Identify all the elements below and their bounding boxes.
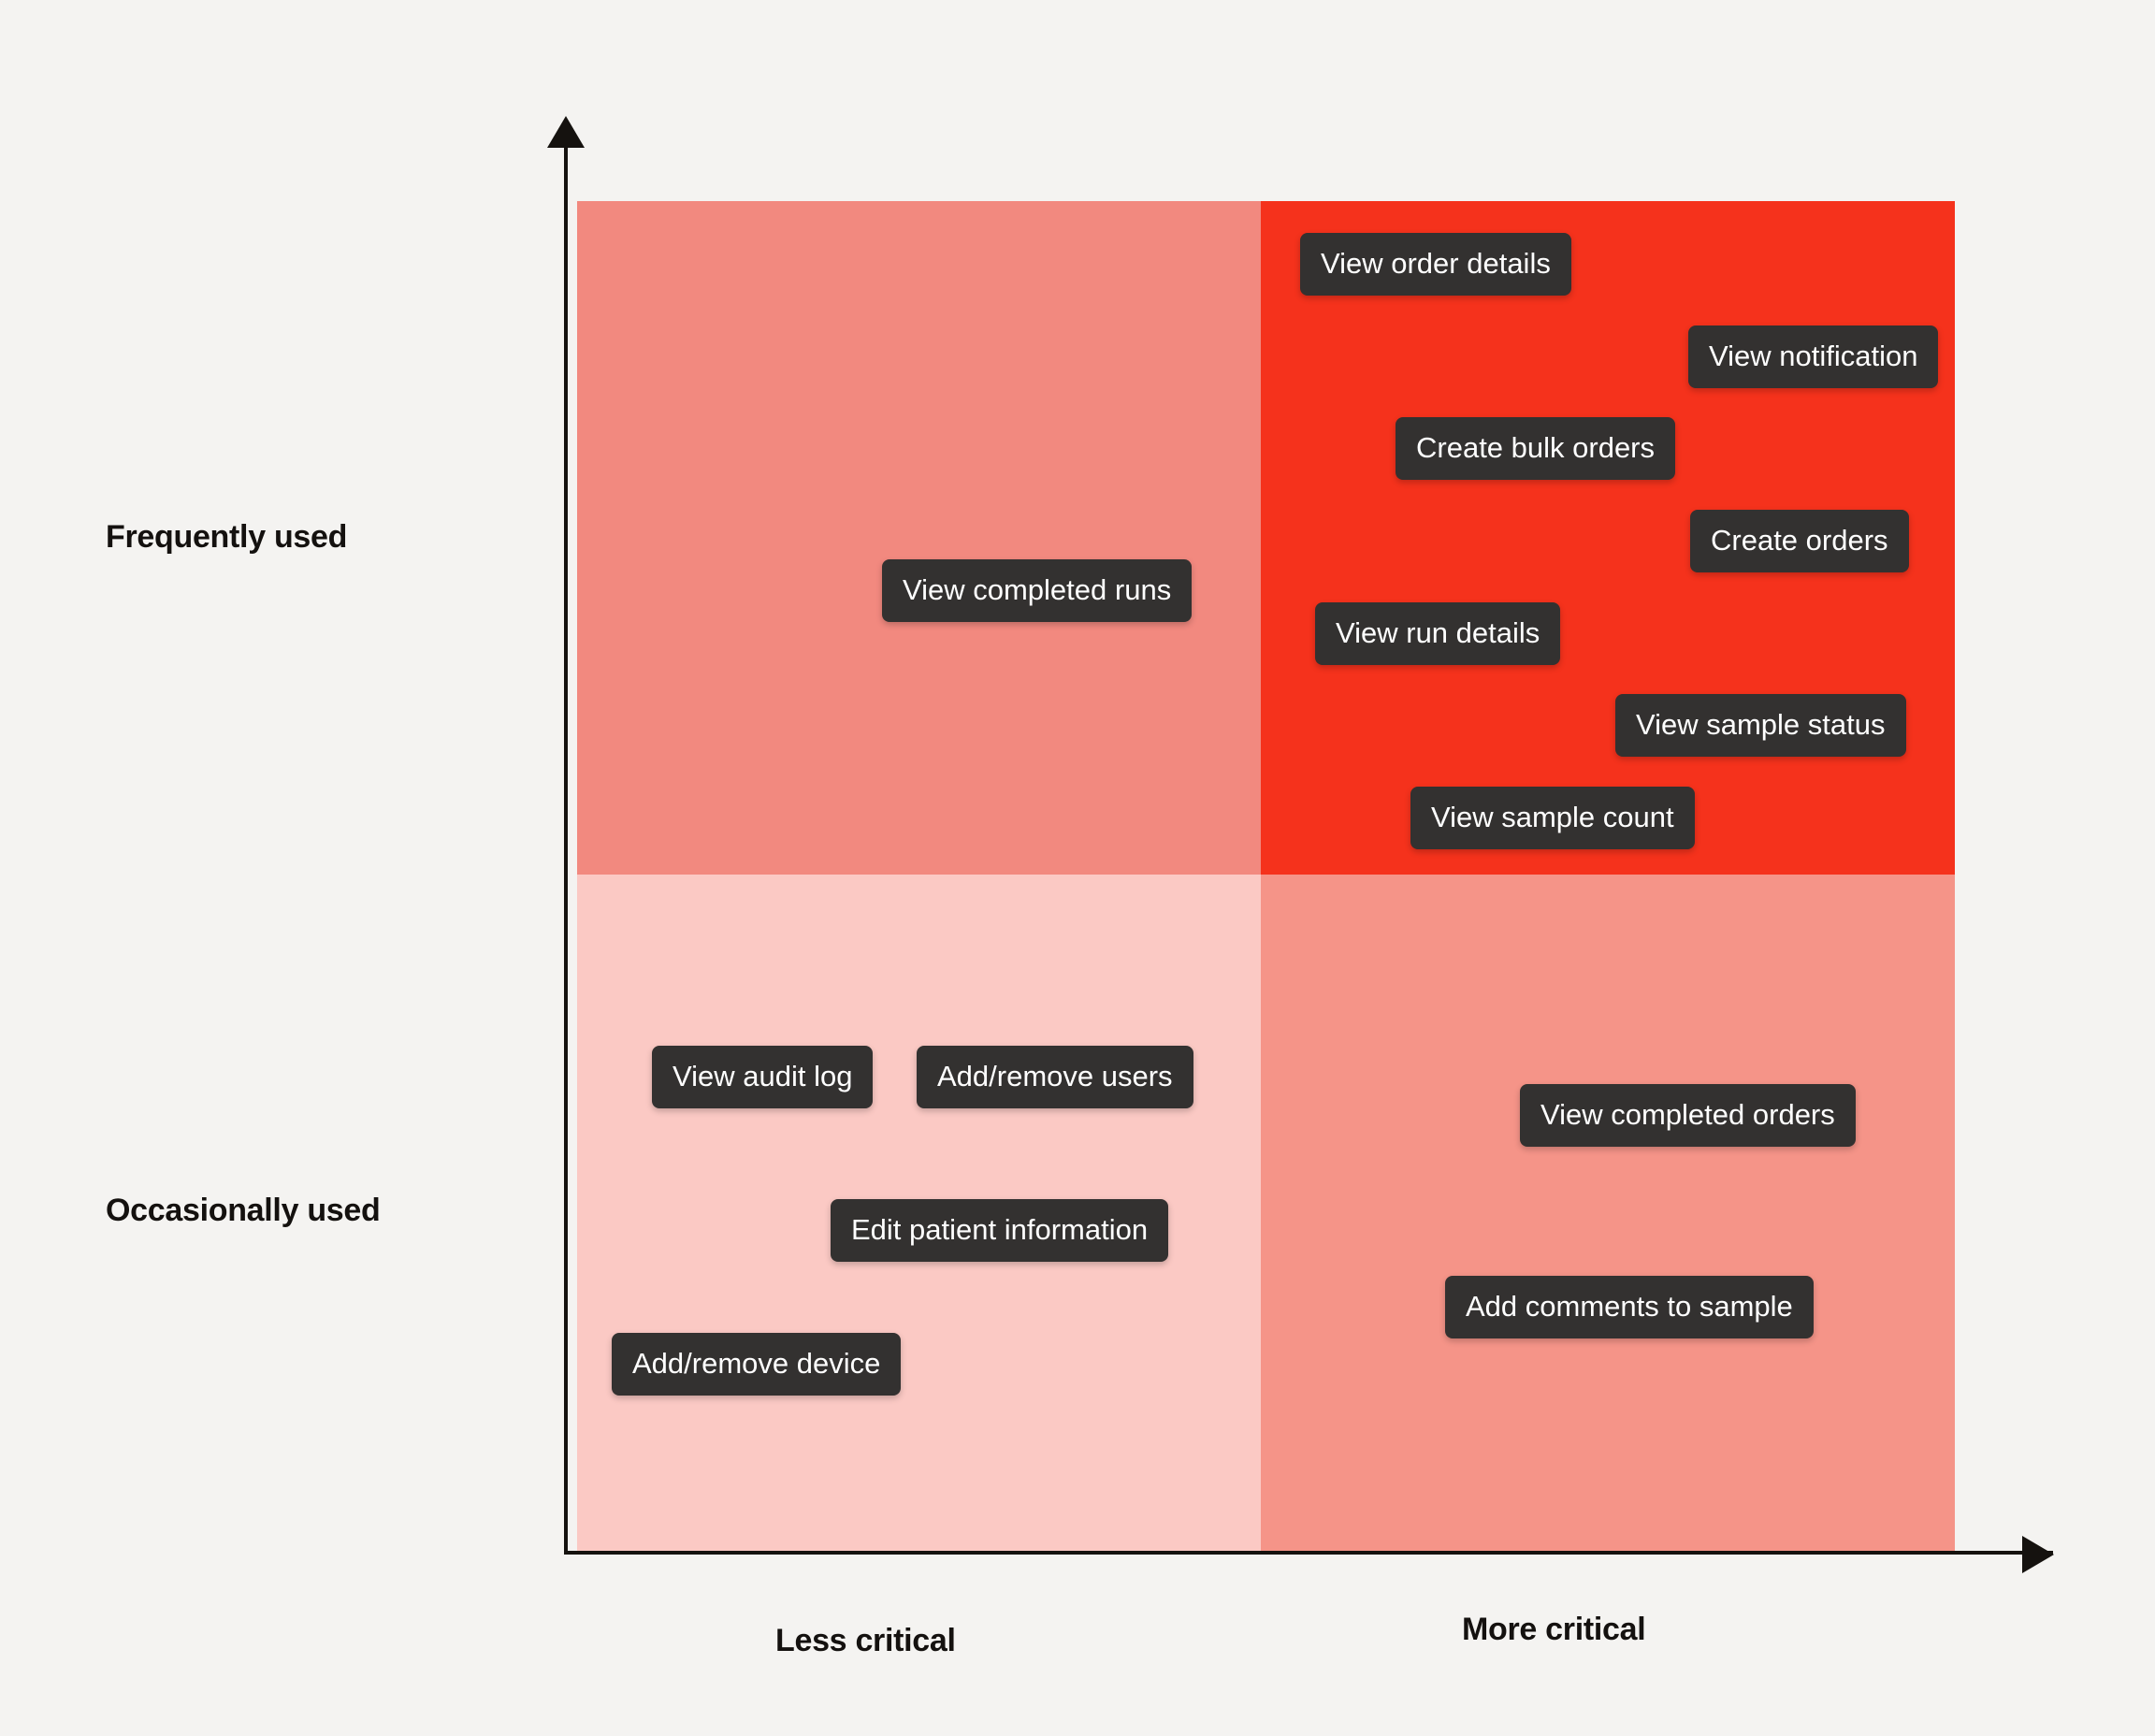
x-axis-line: [564, 1551, 2053, 1555]
quadrant-occasionally-used-more-critical: [1261, 875, 1955, 1553]
item-pill-create-bulk-orders[interactable]: Create bulk orders: [1396, 417, 1676, 480]
y-axis-top-label: Frequently used: [106, 519, 348, 555]
quadrant-frequently-used-less-critical: [577, 201, 1261, 875]
y-axis-bottom-label: Occasionally used: [106, 1193, 381, 1228]
item-pill-add-comments-to-sample[interactable]: Add comments to sample: [1445, 1276, 1814, 1338]
item-pill-view-audit-log[interactable]: View audit log: [652, 1046, 874, 1108]
item-pill-add-remove-device[interactable]: Add/remove device: [612, 1333, 902, 1396]
item-pill-add-remove-users[interactable]: Add/remove users: [917, 1046, 1193, 1108]
x-axis-right-label: More critical: [1462, 1612, 1646, 1647]
item-pill-edit-patient-information[interactable]: Edit patient information: [831, 1199, 1169, 1262]
y-axis-line: [564, 129, 568, 1555]
y-axis-arrow-icon: [547, 116, 585, 148]
item-pill-view-sample-status[interactable]: View sample status: [1615, 694, 1906, 757]
item-pill-view-completed-orders[interactable]: View completed orders: [1520, 1084, 1856, 1147]
item-pill-view-completed-runs[interactable]: View completed runs: [882, 559, 1193, 622]
x-axis-left-label: Less critical: [775, 1623, 956, 1658]
item-pill-view-notification[interactable]: View notification: [1688, 326, 1939, 388]
item-pill-view-order-details[interactable]: View order details: [1300, 233, 1571, 296]
item-pill-view-sample-count[interactable]: View sample count: [1410, 787, 1695, 849]
item-pill-create-orders[interactable]: Create orders: [1690, 510, 1909, 572]
x-axis-arrow-icon: [2022, 1536, 2054, 1573]
item-pill-view-run-details[interactable]: View run details: [1315, 602, 1561, 665]
